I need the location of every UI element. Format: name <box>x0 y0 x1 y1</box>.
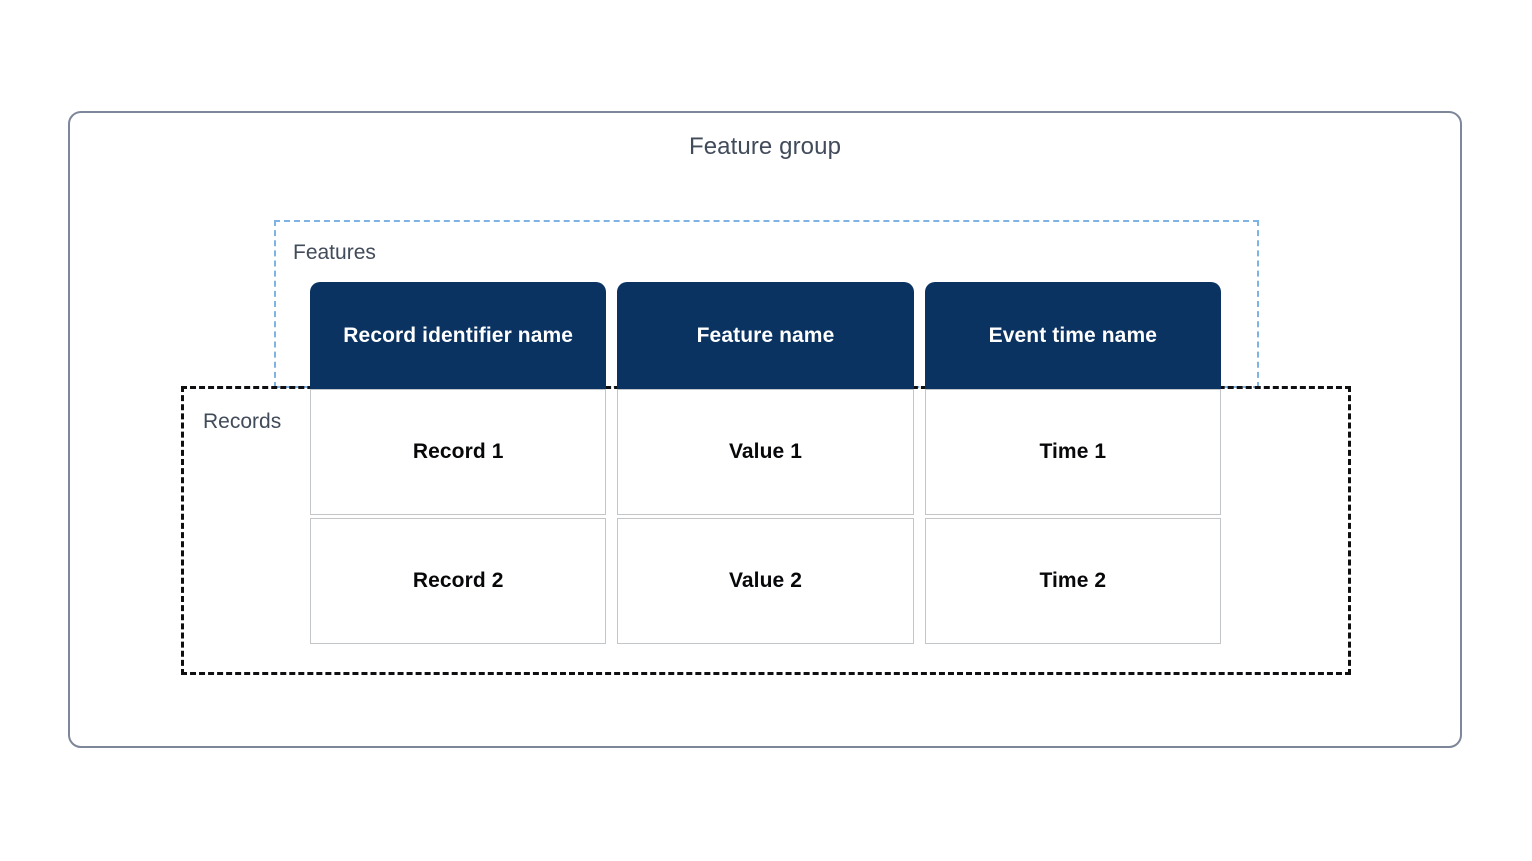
feature-column-event-time-name: Event time name Time 1 Time 2 <box>924 282 1221 644</box>
feature-group-title: Feature group <box>688 133 842 160</box>
table-cell-record-1: Record 1 <box>310 389 607 515</box>
table-cell-value-1: Value 1 <box>617 389 914 515</box>
table-cell-value-2: Value 2 <box>617 518 914 644</box>
column-header-record-identifier-name: Record identifier name <box>310 282 607 389</box>
table-cell-time-1: Time 1 <box>924 389 1221 515</box>
table-cell-time-2: Time 2 <box>924 518 1221 644</box>
features-group-label: Features <box>293 241 376 264</box>
feature-column-record-identifier: Record identifier name Record 1 Record 2 <box>310 282 607 644</box>
column-header-event-time-name: Event time name <box>924 282 1221 389</box>
feature-table: Record identifier name Record 1 Record 2… <box>310 282 1221 644</box>
records-group-label: Records <box>203 410 282 433</box>
column-header-feature-name: Feature name <box>617 282 914 389</box>
table-cell-record-2: Record 2 <box>310 518 607 644</box>
feature-column-feature-name: Feature name Value 1 Value 2 <box>617 282 914 644</box>
